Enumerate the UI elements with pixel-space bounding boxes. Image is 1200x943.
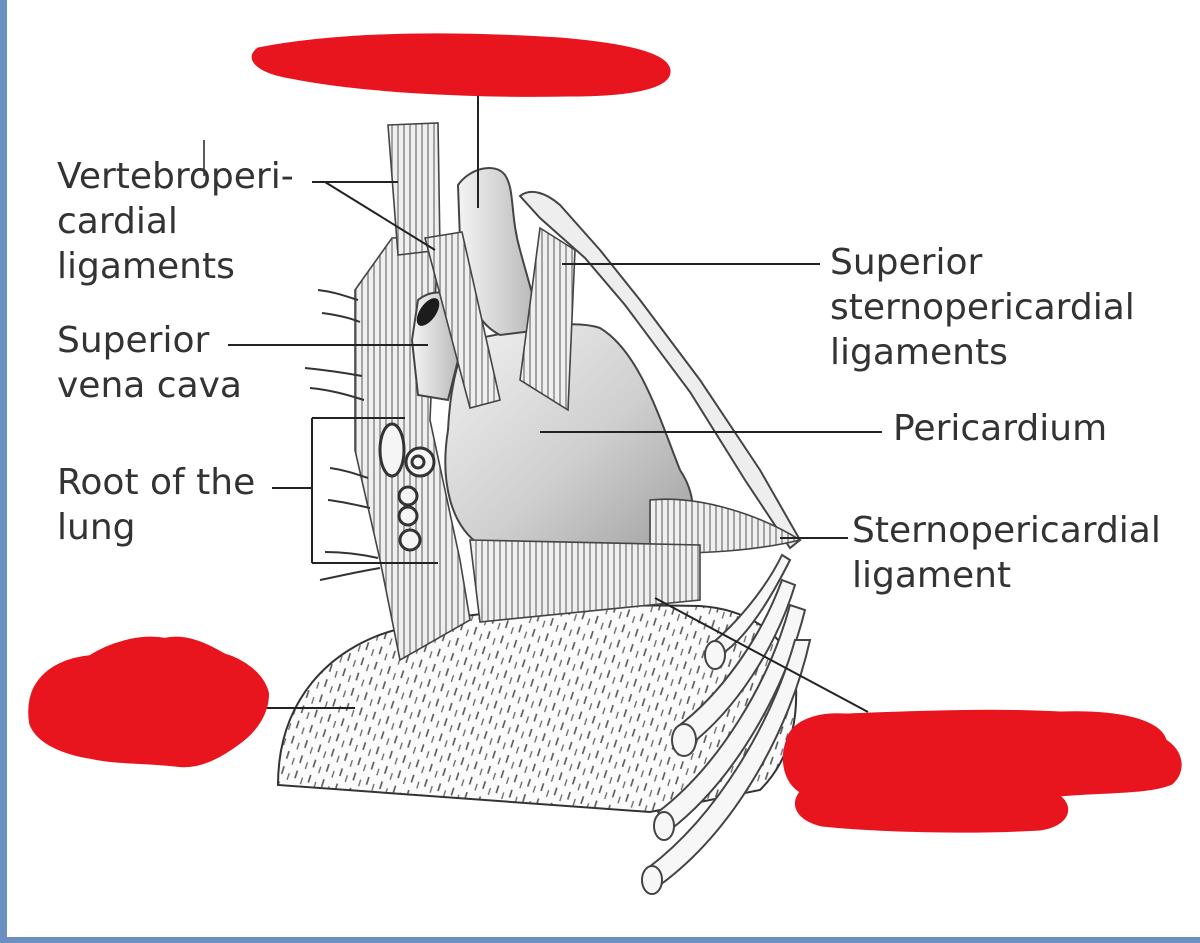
label-line: Vertebroperi- <box>57 156 294 197</box>
superior-sternopericardial-bundle <box>519 226 576 412</box>
label-line: Superior <box>830 242 983 283</box>
lung-root-vessels <box>378 422 436 552</box>
label-root-of-the-lung: Root of the lung <box>57 460 255 550</box>
redaction-top <box>251 33 671 97</box>
pericardium-base-band <box>469 539 701 623</box>
label-pericardium: Pericardium <box>893 406 1107 451</box>
intercostal-lines <box>304 289 381 581</box>
label-line: sternopericardial <box>830 287 1135 328</box>
sternum <box>518 190 802 550</box>
label-line: ligament <box>852 555 1012 596</box>
label-superior-sternopericardial-ligaments: Superior sternopericardial ligaments <box>830 240 1135 375</box>
label-line: vena cava <box>57 365 242 406</box>
label-superior-vena-cava: Superior vena cava <box>57 318 242 408</box>
label-line: ligaments <box>57 246 235 287</box>
label-line: Root of the <box>57 462 256 503</box>
redaction-right <box>782 709 1182 833</box>
vertebropericardial-bundle-lower <box>424 231 501 409</box>
label-line: Pericardium <box>893 408 1108 449</box>
label-line: ligaments <box>830 332 1008 373</box>
label-sternopericardial-ligament: Sternopericardial ligament <box>852 508 1161 598</box>
label-line: Sternopericardial <box>852 510 1161 551</box>
label-line: cardial <box>57 201 178 242</box>
label-line: lung <box>57 507 136 548</box>
vena-cava-lumen <box>416 298 440 326</box>
vertebropericardial-bundle-upper <box>387 122 441 256</box>
label-line: Superior <box>57 320 210 361</box>
redaction-marks <box>28 33 1182 833</box>
costal-cartilages <box>641 553 812 895</box>
label-vertebropericardial-ligaments: Vertebroperi- cardial ligaments <box>57 154 294 289</box>
redaction-left <box>28 636 269 768</box>
leader-lines <box>203 88 882 713</box>
